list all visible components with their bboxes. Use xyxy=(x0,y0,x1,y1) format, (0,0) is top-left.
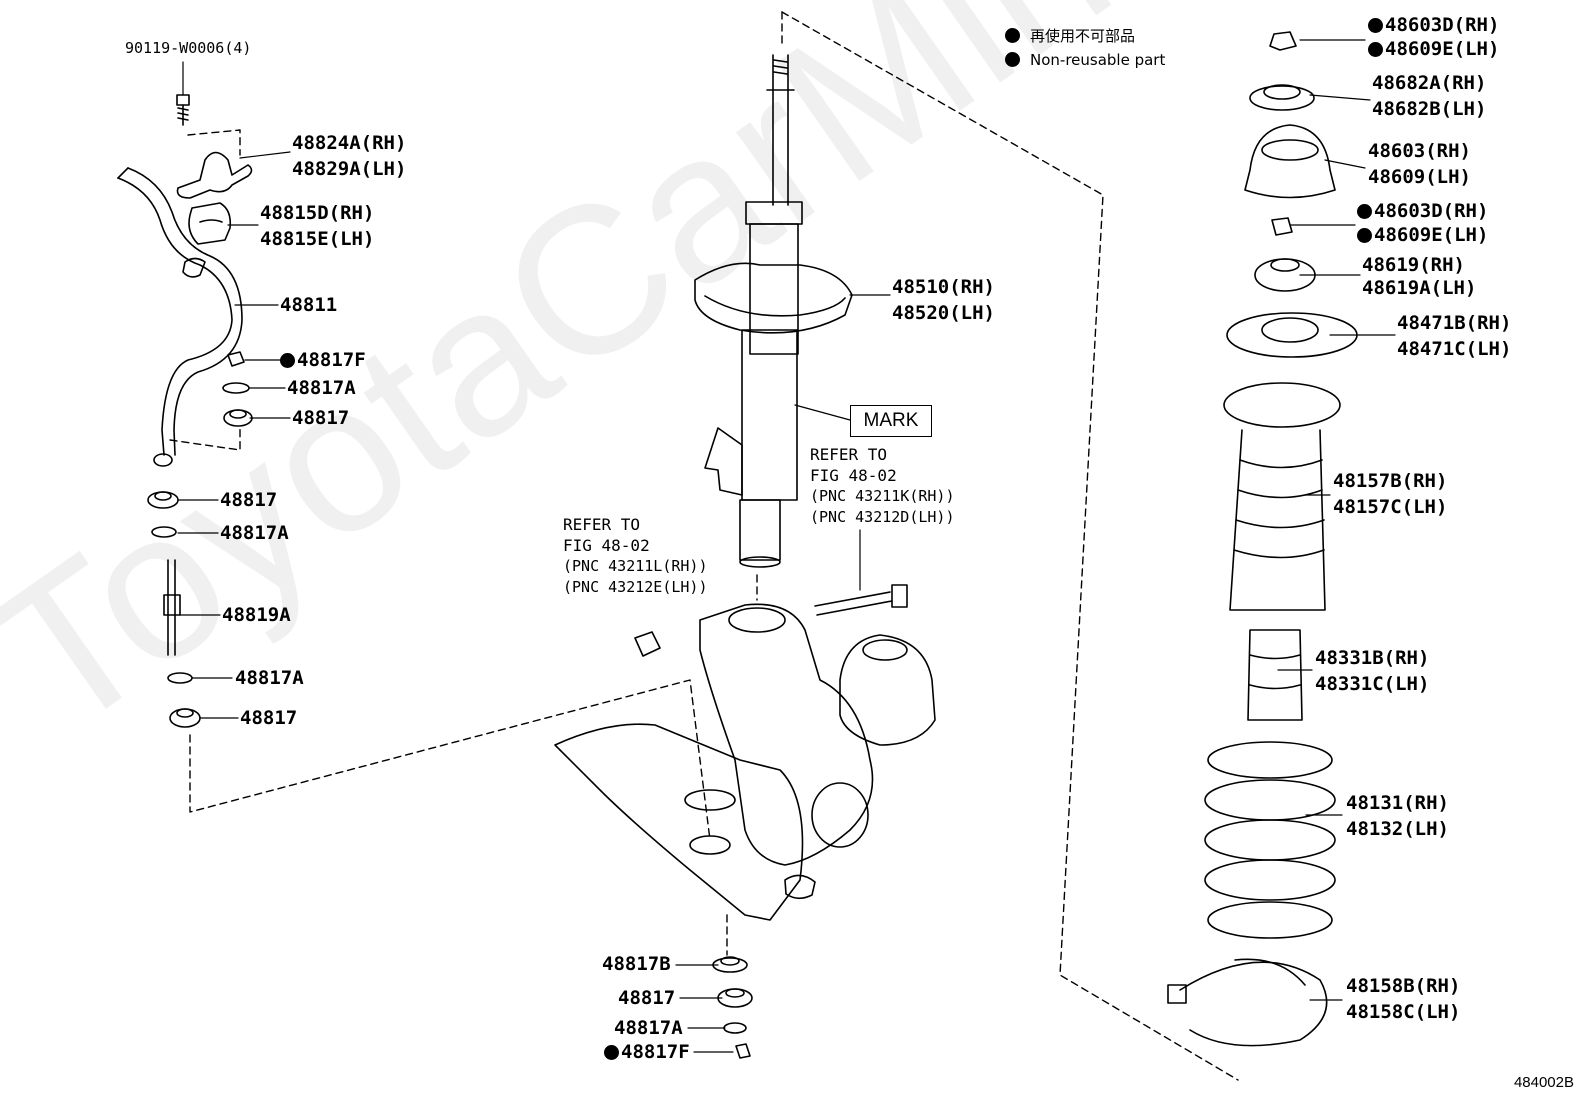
part-label-non-reusable[interactable]: 48603D(RH) xyxy=(1357,200,1488,223)
part-label[interactable]: 48817B xyxy=(602,953,671,975)
part-label[interactable]: 48331B(RH) xyxy=(1315,647,1430,669)
non-reusable-dot-icon xyxy=(1005,28,1020,43)
part-label[interactable]: 48471C(LH) xyxy=(1397,338,1512,360)
stabilizer-bar-group xyxy=(117,94,253,728)
part-label[interactable]: 48682A(RH) xyxy=(1372,72,1487,94)
part-label[interactable]: 48158B(RH) xyxy=(1346,975,1461,997)
part-label[interactable]: 48158C(LH) xyxy=(1346,1001,1461,1023)
part-label[interactable]: 48682B(LH) xyxy=(1372,98,1487,120)
part-label[interactable]: 48817 xyxy=(240,707,298,729)
non-reusable-dot-icon xyxy=(1357,204,1372,219)
leader-lines xyxy=(177,39,1396,1053)
part-label[interactable]: 48811 xyxy=(280,294,338,316)
figure-code: 484002B xyxy=(1513,1074,1574,1091)
non-reusable-dot-icon xyxy=(1368,18,1383,33)
part-label[interactable]: 48520(LH) xyxy=(892,302,995,324)
part-label[interactable]: 90119-W0006(4) xyxy=(125,39,252,57)
coil-spring-stack-group xyxy=(1167,31,1358,1047)
part-label[interactable]: 48815D(RH) xyxy=(260,202,375,224)
non-reusable-dot-icon xyxy=(1368,42,1383,57)
part-label[interactable]: 48817A xyxy=(614,1017,683,1039)
part-label[interactable]: 48817 xyxy=(292,407,350,429)
part-label[interactable]: 48131(RH) xyxy=(1346,792,1449,814)
part-label[interactable]: 48819A xyxy=(222,604,291,626)
part-label[interactable]: 48829A(LH) xyxy=(292,158,407,180)
non-reusable-dot-icon xyxy=(280,353,295,368)
part-label[interactable]: 48609(LH) xyxy=(1368,166,1471,188)
non-reusable-dot-icon xyxy=(1005,52,1020,67)
part-label-non-reusable[interactable]: 48817F xyxy=(604,1041,690,1064)
part-label[interactable]: 48817A xyxy=(220,522,289,544)
part-label[interactable]: 48817 xyxy=(618,987,676,1009)
non-reusable-dot-icon xyxy=(1357,228,1372,243)
part-label[interactable]: 48817A xyxy=(235,667,304,689)
part-label-non-reusable[interactable]: 48609E(LH) xyxy=(1368,38,1499,61)
refer-note-right[interactable]: REFER TO FIG 48-02 (PNC 43211K(RH)) (PNC… xyxy=(810,445,955,526)
assembly-dashed-outlines xyxy=(169,11,1239,1081)
part-label[interactable]: 48619A(LH) xyxy=(1362,277,1477,299)
part-label[interactable]: 48619(RH) xyxy=(1362,254,1465,276)
part-label[interactable]: 48132(LH) xyxy=(1346,818,1449,840)
legend-non-reusable: 再使用不可部品 Non-reusable part xyxy=(1005,24,1165,72)
part-label[interactable]: 48817A xyxy=(287,377,356,399)
part-label[interactable]: 48471B(RH) xyxy=(1397,312,1512,334)
part-label[interactable]: 48603(RH) xyxy=(1368,140,1471,162)
part-label[interactable]: 48815E(LH) xyxy=(260,228,375,250)
part-label-non-reusable[interactable]: 48817F xyxy=(280,349,366,372)
part-label-non-reusable[interactable]: 48603D(RH) xyxy=(1368,14,1499,37)
part-label[interactable]: 48331C(LH) xyxy=(1315,673,1430,695)
part-label[interactable]: 48824A(RH) xyxy=(292,132,407,154)
part-label[interactable]: 48157B(RH) xyxy=(1333,470,1448,492)
part-label[interactable]: 48510(RH) xyxy=(892,276,995,298)
part-label[interactable]: 48817 xyxy=(220,489,278,511)
refer-note-left[interactable]: REFER TO FIG 48-02 (PNC 43211L(RH)) (PNC… xyxy=(563,515,708,596)
part-label-non-reusable[interactable]: 48609E(LH) xyxy=(1357,224,1488,247)
strut-assembly-group xyxy=(554,54,936,1059)
mark-box: MARK xyxy=(850,405,932,437)
part-label[interactable]: 48157C(LH) xyxy=(1333,496,1448,518)
non-reusable-dot-icon xyxy=(604,1045,619,1060)
